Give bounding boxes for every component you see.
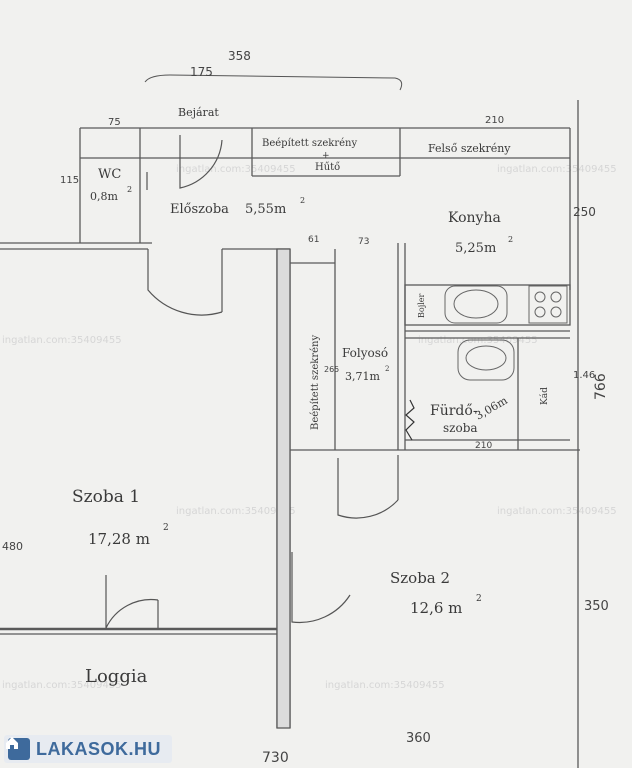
dim-total-width: 730 <box>262 750 289 766</box>
house-icon <box>6 737 30 760</box>
walls <box>0 100 580 768</box>
room1-area-exp: 2 <box>163 523 169 533</box>
corridor-door <box>337 458 399 519</box>
watermark: ingatlan.com:35409455 <box>497 164 617 175</box>
room-hall-name: Előszoba <box>170 202 229 217</box>
dim-room1-height: 480 <box>2 540 23 553</box>
watermark: ingatlan.com:35409455 <box>176 506 296 517</box>
dim-room2-right: 350 <box>584 599 609 614</box>
dim-bath-bottom: 210 <box>475 441 492 451</box>
watermark: ingatlan.com:35409455 <box>2 680 122 691</box>
loggia-name: Loggia <box>85 666 148 687</box>
fixtures <box>444 285 568 381</box>
entrance-door <box>179 135 223 189</box>
dim-kitchen-top: 210 <box>485 115 504 126</box>
boiler-label: Bojler <box>417 294 426 318</box>
dim-top-total: 358 <box>228 49 251 63</box>
room-hall-area: 5,55m <box>245 202 286 217</box>
watermark: ingatlan.com:35409455 <box>2 335 122 346</box>
room-corridor-area: 3,71m <box>345 370 380 383</box>
room-kitchen-name: Konyha <box>448 210 501 226</box>
room2-area-exp: 2 <box>476 594 482 604</box>
corridor-area-exp: 2 <box>385 365 389 373</box>
dim-corridor-depth: 265 <box>324 365 339 374</box>
builtin-side-label: Beépített szekrény <box>310 335 321 430</box>
builtin-cabinet-label: Beépített szekrény <box>262 138 357 149</box>
room-2-area: 12,6 m <box>410 599 462 617</box>
room-1-name: Szoba 1 <box>72 487 140 507</box>
hall-area-exp: 2 <box>300 196 305 205</box>
room-wc-area: 0,8m <box>90 190 118 203</box>
entrance-label: Bejárat <box>178 106 219 119</box>
bathtub-label: Kád <box>539 387 550 405</box>
room-wc-name: WC <box>98 167 121 182</box>
dim-wc-width: 75 <box>108 117 121 128</box>
room-kitchen-area: 5,25m <box>455 241 496 256</box>
room-2-name: Szoba 2 <box>390 569 450 587</box>
wc-area-exp: 2 <box>127 185 132 194</box>
dim-right-total: 766 <box>593 373 609 400</box>
room-corridor-name: Folyosó <box>342 346 388 360</box>
watermark: ingatlan.com:35409455 <box>176 164 296 175</box>
wall-break <box>405 399 415 441</box>
fridge-label: Hűtő <box>315 162 340 173</box>
room-bathroom-area: 3,06m <box>473 394 510 423</box>
dim-wc-height: 115 <box>60 175 79 186</box>
room-1-area: 17,28 m <box>88 530 150 548</box>
dim-room2-width: 360 <box>406 731 431 746</box>
upper-cabinet-label: Felső szekrény <box>428 142 511 155</box>
loggia-door <box>105 575 159 629</box>
dim-top-sub: 175 <box>190 65 213 79</box>
watermark: ingatlan.com:35409455 <box>325 680 445 691</box>
room2-door <box>291 552 351 624</box>
dimension-brace <box>144 74 403 91</box>
dim-corridor-b: 73 <box>358 237 369 247</box>
dim-bath-small: 1.46 <box>573 370 595 381</box>
kitchen-area-exp: 2 <box>508 235 513 244</box>
dim-corridor-a: 61 <box>308 235 319 245</box>
room-bathroom-name: Fürdő- <box>430 403 478 419</box>
brand-name: LAKASOK.HU <box>36 738 161 759</box>
room1-door <box>147 249 223 316</box>
dim-kitchen-right: 250 <box>573 205 596 219</box>
watermark: ingatlan.com:35409455 <box>497 506 617 517</box>
builtin-cabinet-plus: + <box>322 151 330 161</box>
brand-logo[interactable]: LAKASOK.HU <box>4 735 172 763</box>
room-bathroom-name-line2: szoba <box>443 421 478 435</box>
doors <box>105 135 399 629</box>
